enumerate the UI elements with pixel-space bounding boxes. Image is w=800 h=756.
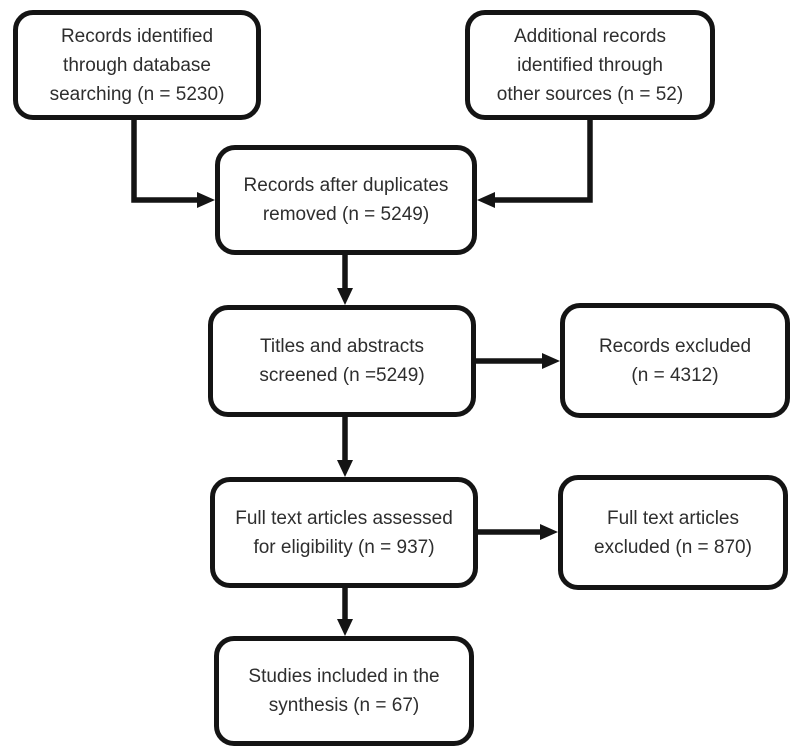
node-fulltext-articles-excluded: Full text articles excluded (n = 870)	[558, 475, 788, 590]
node-fulltext-articles-assessed-label: Full text articles assessed for eligibil…	[235, 507, 453, 558]
arrow-other-sources-to-duplicates	[477, 117, 593, 208]
arrow-database-to-duplicates	[131, 117, 215, 208]
node-studies-included-synthesis: Studies included in the synthesis (n = 6…	[214, 636, 474, 746]
node-records-after-duplicates-removed: Records after duplicates removed (n = 52…	[215, 145, 477, 255]
arrow-duplicates-to-screened	[337, 253, 353, 305]
node-additional-records-other-sources: Additional records identified through ot…	[465, 10, 715, 120]
node-records-identified-database: Records identified through database sear…	[13, 10, 261, 120]
node-records-identified-database-label: Records identified through database sear…	[49, 25, 225, 105]
node-fulltext-articles-excluded-label: Full text articles excluded (n = 870)	[594, 507, 752, 558]
node-records-excluded: Records excluded (n = 4312)	[560, 303, 790, 418]
node-titles-abstracts-screened: Titles and abstracts screened (n =5249)	[208, 305, 476, 417]
node-records-after-duplicates-removed-label: Records after duplicates removed (n = 52…	[243, 175, 449, 225]
arrow-screened-to-excluded	[476, 353, 560, 369]
arrow-screened-to-fulltext	[337, 415, 353, 477]
node-fulltext-articles-assessed: Full text articles assessed for eligibil…	[210, 477, 478, 588]
node-studies-included-synthesis-label: Studies included in the synthesis (n = 6…	[248, 666, 440, 716]
arrow-fulltext-to-included	[337, 586, 353, 636]
node-records-excluded-label: Records excluded (n = 4312)	[598, 335, 752, 386]
node-titles-abstracts-screened-label: Titles and abstracts screened (n =5249)	[259, 336, 425, 386]
node-additional-records-other-sources-label: Additional records identified through ot…	[496, 25, 684, 105]
arrow-fulltext-to-excluded	[478, 524, 558, 540]
